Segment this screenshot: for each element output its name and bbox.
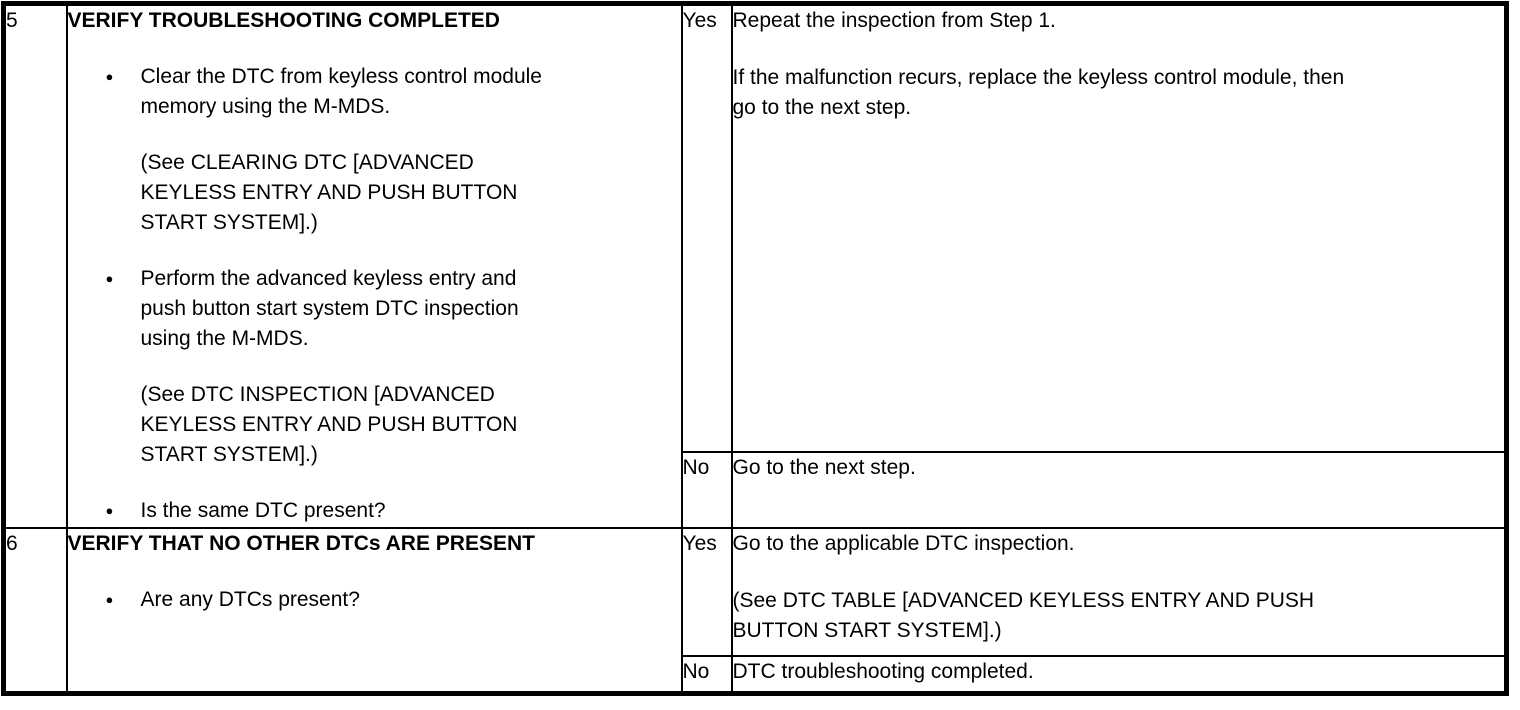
step-5-yes-action-cell: Repeat the inspection from Step 1. If th… <box>730 2 1508 453</box>
step-number: 5 <box>6 9 18 32</box>
yes-label: Yes <box>682 531 717 555</box>
see-reference-note: (See CLEARING DTC [ADVANCED KEYLESS ENTR… <box>140 148 680 238</box>
note-line: START SYSTEM].) <box>140 443 318 466</box>
bullet-item: ● Clear the DTC from keyless control mod… <box>105 62 680 122</box>
table-row: 5 VERIFY TROUBLESHOOTING COMPLETED ● Cle… <box>2 2 1508 529</box>
table-row: 6 VERIFY THAT NO OTHER DTCs ARE PRESENT … <box>2 526 1508 695</box>
step-5-no-action-cell: Go to the next step. <box>730 450 1508 529</box>
bullet-icon: ● <box>105 69 114 84</box>
step-6-yes-action-cell: Go to the applicable DTC inspection. (Se… <box>730 526 1508 657</box>
bullet-line: Are any DTCs present? <box>140 587 360 611</box>
table-row: No DTC troubleshooting completed. <box>4 654 1508 695</box>
bullet-line: Perform the advanced keyless entry and <box>140 267 517 290</box>
result-line: BUTTON START SYSTEM].) <box>732 618 1002 642</box>
step-number: 6 <box>6 531 18 555</box>
bullet-text: Perform the advanced keyless entry and p… <box>141 264 519 354</box>
bullet-item: ● Are any DTCs present? <box>105 585 680 615</box>
bullet-text: Clear the DTC from keyless control modul… <box>141 62 542 122</box>
bullet-line: Is the same DTC present? <box>140 499 386 522</box>
result-paragraph: (See DTC TABLE [ADVANCED KEYLESS ENTRY A… <box>732 586 1505 646</box>
result-paragraph: If the malfunction recurs, replace the k… <box>732 63 1505 123</box>
result-line: go to the next step. <box>732 96 912 119</box>
no-label: No <box>682 455 710 479</box>
result-line: DTC troubleshooting completed. <box>732 659 1034 683</box>
step-5-yes-label-cell: Yes <box>680 2 733 453</box>
note-line: START SYSTEM].) <box>140 211 318 234</box>
bullet-icon: ● <box>105 591 114 607</box>
result-line: Repeat the inspection from Step 1. <box>732 9 1056 32</box>
see-reference-note: (See DTC INSPECTION [ADVANCED KEYLESS EN… <box>140 380 680 470</box>
step-6-no-label-cell: No <box>680 654 733 695</box>
step-6-title: VERIFY THAT NO OTHER DTCs ARE PRESENT <box>67 531 536 555</box>
step-6-action-cell: VERIFY THAT NO OTHER DTCs ARE PRESENT ● … <box>65 526 683 695</box>
note-line: (See CLEARING DTC [ADVANCED <box>140 151 474 174</box>
bullet-line: Clear the DTC from keyless control modul… <box>140 65 542 88</box>
bullet-text: Is the same DTC present? <box>141 496 386 526</box>
bullet-text: Are any DTCs present? <box>141 585 360 615</box>
step-5-number-cell: 5 <box>2 2 68 529</box>
step-5-action-cell: VERIFY TROUBLESHOOTING COMPLETED ● Clear… <box>65 2 683 529</box>
result-line: Go to the applicable DTC inspection. <box>732 531 1075 555</box>
table-row: No Go to the next step. <box>4 450 1508 529</box>
bullet-item: ● Perform the advanced keyless entry and… <box>105 264 680 354</box>
bullet-icon: ● <box>105 271 114 286</box>
step-6-yes-label-cell: Yes <box>680 526 733 657</box>
step-5-title: VERIFY TROUBLESHOOTING COMPLETED <box>67 9 500 32</box>
bullet-line: memory using the M-MDS. <box>140 95 391 118</box>
bullet-line: push button start system DTC inspection <box>140 297 519 320</box>
result-line: Go to the next step. <box>732 455 916 479</box>
yes-label: Yes <box>682 9 717 32</box>
result-paragraph: DTC troubleshooting completed. <box>732 658 1505 687</box>
note-line: KEYLESS ENTRY AND PUSH BUTTON <box>140 181 518 204</box>
no-label: No <box>682 659 710 683</box>
result-paragraph: Repeat the inspection from Step 1. <box>732 6 1505 36</box>
troubleshooting-table: 5 VERIFY TROUBLESHOOTING COMPLETED ● Cle… <box>1 1 1509 696</box>
step-5-no-label-cell: No <box>680 450 733 529</box>
bullet-line: using the M-MDS. <box>140 327 309 350</box>
step-6-number-cell: 6 <box>2 526 68 695</box>
result-line: If the malfunction recurs, replace the k… <box>732 66 1345 89</box>
note-line: KEYLESS ENTRY AND PUSH BUTTON <box>140 413 518 436</box>
bullet-icon: ● <box>105 503 114 518</box>
result-paragraph: Go to the next step. <box>732 454 1505 483</box>
note-line: (See DTC INSPECTION [ADVANCED <box>140 383 495 406</box>
result-paragraph: Go to the applicable DTC inspection. <box>732 530 1505 559</box>
step-6-no-action-cell: DTC troubleshooting completed. <box>730 654 1508 695</box>
result-line: (See DTC TABLE [ADVANCED KEYLESS ENTRY A… <box>732 588 1315 612</box>
bullet-item: ● Is the same DTC present? <box>105 496 680 526</box>
